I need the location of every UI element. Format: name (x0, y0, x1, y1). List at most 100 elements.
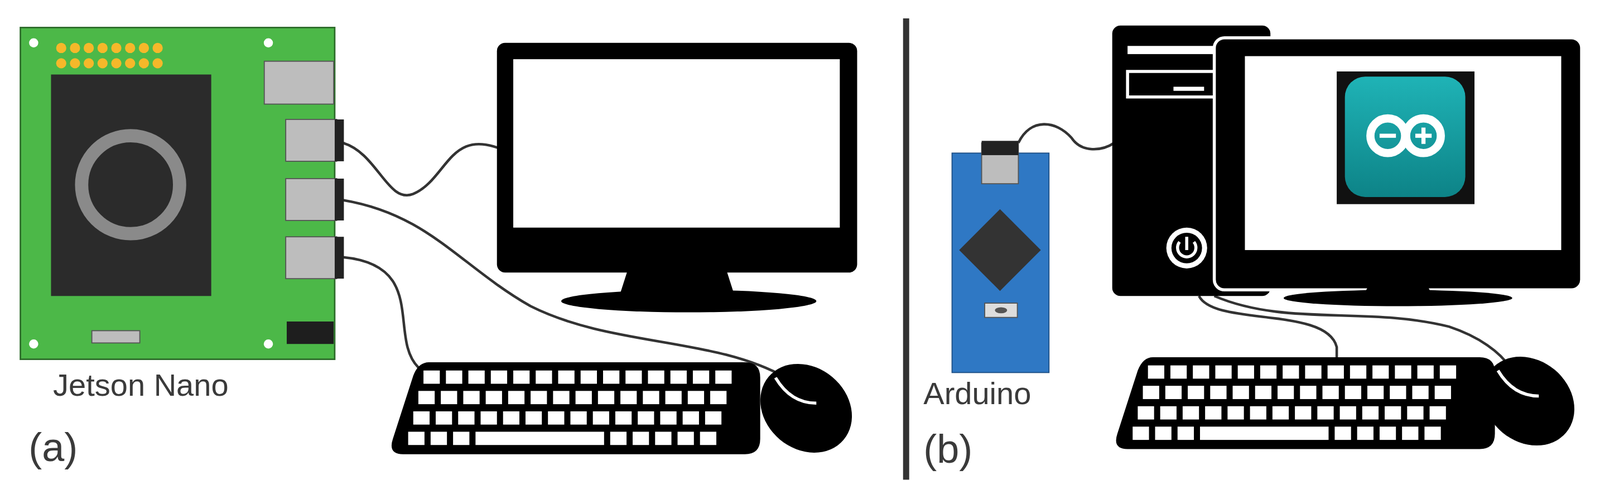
repeat-stroke (1384, 406, 1401, 420)
repeat-stroke (1294, 406, 1312, 420)
repeat-stroke (435, 411, 452, 425)
repeat-stroke (603, 370, 620, 384)
repeat-stroke (423, 370, 440, 384)
repeat-stroke (1411, 385, 1429, 399)
repeat-stroke (1132, 426, 1149, 440)
repeat-stroke (632, 431, 649, 445)
repeat-stroke (598, 390, 615, 404)
repeat-stroke (413, 411, 430, 425)
board-label: Arduino (923, 377, 1031, 409)
repeat-stroke (1379, 426, 1396, 440)
repeat-stroke (1250, 406, 1267, 420)
repeat-stroke (1182, 406, 1199, 420)
repeat-stroke (490, 370, 508, 384)
repeat-stroke (637, 411, 654, 425)
repeat-stroke (1215, 365, 1232, 379)
repeat-stroke (1334, 426, 1351, 440)
repeat-stroke (659, 411, 677, 425)
repeat-stroke (558, 370, 575, 384)
repeat-stroke (503, 411, 520, 425)
divider (903, 18, 910, 480)
repeat-stroke (513, 370, 530, 384)
repeat-stroke (593, 411, 610, 425)
repeat-stroke (1401, 426, 1419, 440)
arduino-board (952, 140, 1050, 373)
repeat-stroke (547, 411, 565, 425)
repeat-stroke (1227, 406, 1244, 420)
repeat-stroke (1187, 385, 1204, 399)
repeat-stroke (647, 370, 664, 384)
repeat-stroke (1327, 365, 1344, 379)
repeat-stroke (445, 370, 462, 384)
monitor (497, 42, 858, 313)
repeat-stroke (1255, 385, 1272, 399)
repeat-stroke (475, 431, 604, 445)
repeat-stroke (1304, 365, 1322, 379)
repeat-stroke (468, 370, 485, 384)
repeat-stroke (1143, 385, 1160, 399)
repeat-stroke (485, 390, 503, 404)
repeat-stroke (1345, 385, 1362, 399)
repeat-stroke (1277, 385, 1294, 399)
repeat-stroke (1362, 406, 1379, 420)
repeat-stroke (458, 411, 475, 425)
repeat-stroke (1434, 385, 1452, 399)
repeat-stroke (1367, 385, 1384, 399)
repeat-stroke (508, 390, 525, 404)
panel-label: (b) (923, 428, 973, 469)
jetson-board: Jetson Nano (20, 27, 335, 359)
repeat-stroke (1394, 365, 1411, 379)
repeat-stroke (408, 431, 425, 445)
repeat-stroke (1317, 406, 1334, 420)
repeat-stroke (1200, 426, 1329, 440)
repeat-stroke (692, 370, 710, 384)
repeat-stroke (682, 411, 700, 425)
repeat-stroke (1424, 426, 1441, 440)
repeat-stroke (665, 390, 682, 404)
repeat-stroke (463, 390, 480, 404)
repeat-stroke (440, 390, 457, 404)
repeat-stroke (1232, 385, 1250, 399)
repeat-stroke (452, 431, 470, 445)
repeat-stroke (530, 390, 547, 404)
repeat-stroke (430, 431, 447, 445)
repeat-stroke (625, 370, 642, 384)
repeat-stroke (1340, 406, 1357, 420)
repeat-stroke (1237, 365, 1255, 379)
repeat-stroke (570, 411, 587, 425)
repeat-stroke (1439, 365, 1457, 379)
repeat-stroke (580, 370, 597, 384)
repeat-stroke (1170, 365, 1187, 379)
repeat-stroke (1260, 365, 1277, 379)
repeat-stroke (1417, 365, 1434, 379)
repeat-stroke (1429, 406, 1447, 420)
repeat-stroke (1155, 426, 1172, 440)
repeat-stroke (1192, 365, 1209, 379)
repeat-stroke (1272, 406, 1289, 420)
repeat-stroke (715, 370, 732, 384)
mouse (742, 338, 1593, 471)
repeat-stroke (418, 390, 435, 404)
repeat-stroke (1165, 385, 1182, 399)
repeat-stroke (710, 390, 727, 404)
panel-label: (a) (28, 426, 78, 467)
repeat-stroke (1406, 406, 1424, 420)
repeat-stroke (610, 431, 627, 445)
repeat-stroke (705, 411, 722, 425)
repeat-stroke (1177, 426, 1194, 440)
repeat-stroke (1148, 365, 1165, 379)
repeat-stroke (1137, 406, 1154, 420)
repeat-stroke (525, 411, 542, 425)
repeat-stroke (677, 431, 695, 445)
board-label: Jetson Nano (52, 369, 229, 401)
repeat-stroke (1322, 385, 1339, 399)
repeat-stroke (654, 431, 672, 445)
repeat-stroke (1299, 385, 1317, 399)
repeat-stroke (642, 390, 659, 404)
repeat-stroke (670, 370, 687, 384)
monitor (1214, 37, 1582, 307)
repeat-stroke (1205, 406, 1222, 420)
repeat-stroke (1350, 365, 1367, 379)
repeat-stroke (1210, 385, 1227, 399)
